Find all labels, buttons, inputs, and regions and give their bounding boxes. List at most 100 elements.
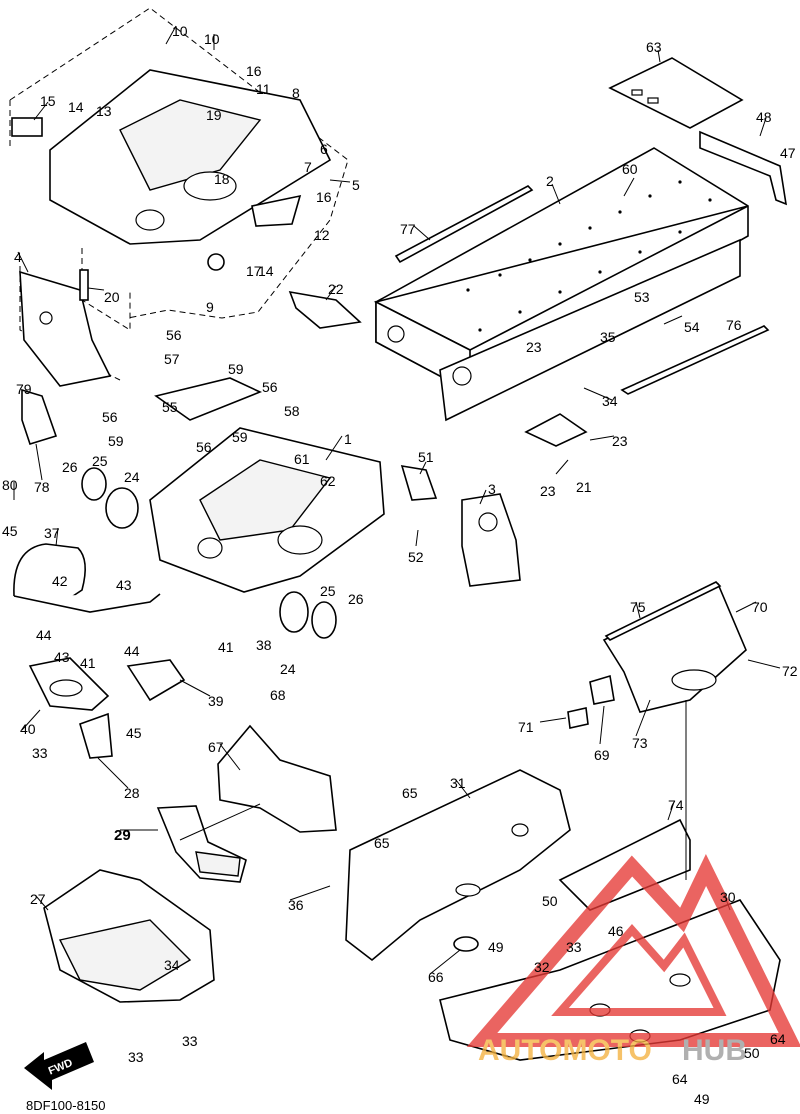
callout-part-62: 62 xyxy=(320,473,336,489)
callout-part-3: 3 xyxy=(488,481,496,497)
callout-part-54: 54 xyxy=(684,319,700,335)
callout-part-23: 23 xyxy=(526,339,542,355)
callout-part-55: 55 xyxy=(162,399,178,415)
callout-part-1: 1 xyxy=(344,431,352,447)
callout-part-42: 42 xyxy=(52,573,68,589)
callout-part-10: 10 xyxy=(172,23,188,39)
boot-part-24-right xyxy=(279,591,337,639)
callout-part-50: 50 xyxy=(744,1045,760,1061)
callout-part-6: 6 xyxy=(320,141,328,157)
bumper-part-37 xyxy=(13,543,161,613)
mat-part-63 xyxy=(608,57,744,129)
callout-part-52: 52 xyxy=(408,549,424,565)
callout-part-56: 56 xyxy=(166,327,182,343)
callout-part-76: 76 xyxy=(726,317,742,333)
callout-part-16: 16 xyxy=(316,189,332,205)
callout-part-19: 19 xyxy=(206,107,222,123)
callout-part-59: 59 xyxy=(232,429,248,445)
callout-part-64: 64 xyxy=(770,1031,786,1047)
footrest-part-29 xyxy=(156,805,247,883)
callout-part-29: 29 xyxy=(114,827,131,844)
bracket-part-47 xyxy=(699,130,788,206)
callout-part-48: 48 xyxy=(756,109,772,125)
leader-lines xyxy=(13,25,781,975)
callout-part-61: 61 xyxy=(294,451,310,467)
callout-part-68: 68 xyxy=(270,687,286,703)
watermark-text-automoto: AUTOMOTO xyxy=(478,1034,652,1067)
callout-part-24: 24 xyxy=(280,661,296,677)
callout-part-45: 45 xyxy=(2,523,18,539)
callout-part-26: 26 xyxy=(348,591,364,607)
callout-part-33: 33 xyxy=(128,1049,144,1065)
plate-part-22 xyxy=(288,290,362,329)
clip-part-71 xyxy=(567,707,589,729)
watermark-text-hub: HUB xyxy=(682,1034,747,1067)
callout-part-14: 14 xyxy=(258,263,274,279)
callout-part-41: 41 xyxy=(218,639,234,655)
callout-part-2: 2 xyxy=(546,173,554,189)
bracket-part-3 xyxy=(461,493,521,587)
callout-part-56: 56 xyxy=(262,379,278,395)
bracket-part-28 xyxy=(79,712,113,759)
callout-part-45: 45 xyxy=(126,725,142,741)
strip-part-75 xyxy=(604,581,722,641)
callout-part-78: 78 xyxy=(34,479,50,495)
callout-part-79: 79 xyxy=(16,381,32,397)
callout-part-58: 58 xyxy=(284,403,300,419)
callout-part-24: 24 xyxy=(124,469,140,485)
tunnel-deck-part-2 xyxy=(373,147,749,422)
callout-part-30: 30 xyxy=(720,889,736,905)
callout-part-34: 34 xyxy=(164,957,180,973)
callout-part-47: 47 xyxy=(780,145,796,161)
callout-part-40: 40 xyxy=(20,721,36,737)
callout-part-17: 17 xyxy=(246,263,262,279)
callout-part-22: 22 xyxy=(328,281,344,297)
belly-pan-part-27 xyxy=(43,869,215,1003)
callout-part-73: 73 xyxy=(632,735,648,751)
callout-part-16: 16 xyxy=(246,63,262,79)
callout-part-59: 59 xyxy=(108,433,124,449)
bracket-part-39 xyxy=(126,659,186,702)
callout-part-14: 14 xyxy=(68,99,84,115)
bracket-part-21 xyxy=(524,413,588,447)
callout-part-72: 72 xyxy=(782,663,798,679)
callout-part-8: 8 xyxy=(292,85,300,101)
callout-part-46: 46 xyxy=(608,923,624,939)
callout-part-36: 36 xyxy=(288,897,304,913)
callout-part-39: 39 xyxy=(208,693,224,709)
callout-part-27: 27 xyxy=(30,891,46,907)
callout-part-25: 25 xyxy=(320,583,336,599)
callout-part-12: 12 xyxy=(314,227,330,243)
callout-part-37: 37 xyxy=(44,525,60,541)
callout-part-49: 49 xyxy=(694,1091,710,1107)
callout-part-43: 43 xyxy=(54,649,70,665)
drawing-code: 8DF100-8150 xyxy=(26,1098,106,1113)
callout-part-69: 69 xyxy=(594,747,610,763)
callout-part-10: 10 xyxy=(204,31,220,47)
callout-part-67: 67 xyxy=(208,739,224,755)
callout-part-33: 33 xyxy=(32,745,48,761)
strip-part-77 xyxy=(394,185,534,264)
callout-part-4: 4 xyxy=(14,249,22,265)
callout-part-21: 21 xyxy=(576,479,592,495)
grommet-part-66 xyxy=(453,936,479,952)
callout-part-11: 11 xyxy=(256,81,271,97)
handle-part-40 xyxy=(28,657,110,711)
callout-part-44: 44 xyxy=(36,627,52,643)
callout-part-23: 23 xyxy=(612,433,628,449)
boot-part-24-left xyxy=(81,467,139,529)
callout-part-71: 71 xyxy=(518,719,534,735)
main-frame-part-1 xyxy=(149,377,385,593)
callout-part-56: 56 xyxy=(102,409,118,425)
callout-part-74: 74 xyxy=(668,797,684,813)
callout-part-53: 53 xyxy=(634,289,650,305)
callout-part-59: 59 xyxy=(228,361,244,377)
callout-part-56: 56 xyxy=(196,439,212,455)
callout-part-43: 43 xyxy=(116,577,132,593)
callout-part-25: 25 xyxy=(92,453,108,469)
callout-part-41: 41 xyxy=(80,655,96,671)
callout-part-35: 35 xyxy=(600,329,616,345)
